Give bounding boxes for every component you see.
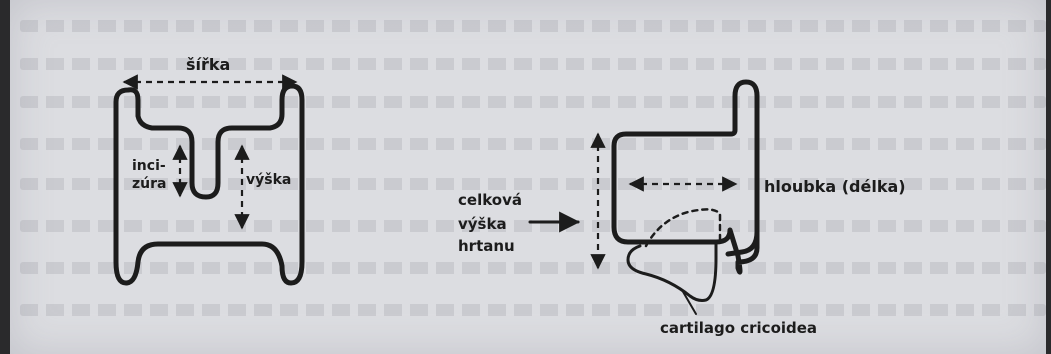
total-height-label-line-3: hrtanu — [458, 237, 515, 255]
bleed-through-line — [20, 220, 1046, 232]
bleed-through-line — [20, 20, 1046, 32]
bleed-through-line — [20, 96, 1046, 108]
height-label: výška — [246, 172, 291, 188]
lateral-thyroid-outline — [611, 79, 760, 275]
total-height-label-line-2: výška — [458, 215, 507, 233]
left-figure: šířka inci- zúra výška — [113, 55, 305, 286]
depth-label: hloubka (délka) — [764, 177, 906, 196]
bleed-through-line — [20, 304, 1046, 316]
cricoid-outline — [626, 240, 718, 302]
right-figure: celková výška hrtanu hloubka (délka) car… — [458, 79, 906, 337]
width-label: šířka — [186, 55, 230, 74]
bleed-through-line — [20, 58, 1046, 70]
cricoid-label: cartilago cricoidea — [660, 319, 817, 337]
cricoid-leader-line — [681, 289, 697, 315]
cricoid-hidden-edge — [644, 208, 722, 248]
lateral-lower-outline — [725, 93, 760, 257]
bleed-through-line — [20, 178, 1046, 190]
incision-label-line-2: zúra — [132, 176, 166, 192]
bleed-through-line — [20, 262, 1046, 274]
total-height-label-line-1: celková — [458, 191, 522, 209]
paper-background — [10, 0, 1046, 354]
incision-label-line-1: inci- — [132, 158, 166, 174]
bleed-through-line — [20, 138, 1046, 150]
